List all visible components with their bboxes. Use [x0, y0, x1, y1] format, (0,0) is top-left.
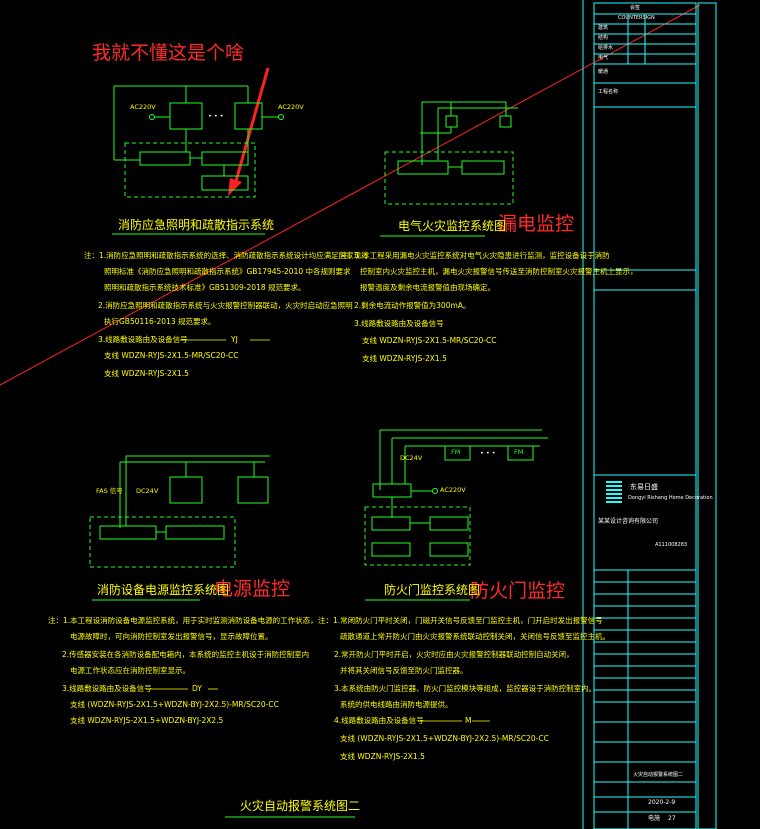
- question-annotation: 我就不懂这是个啥: [92, 42, 245, 64]
- power-note-1: 注：1.本工程设消防设备电源监控系统，用于实时监测消防设备电源的工作状态，: [48, 616, 318, 625]
- lighting-ac-left: AC220V: [130, 103, 156, 111]
- tb-row-elec: 电气: [598, 55, 609, 61]
- power-cable-2: 支线 WDZN-RYJS-2X1.5+WDZN-BYJ-2X2.5: [70, 716, 224, 725]
- red-arrow: [228, 67, 270, 196]
- tb-row-struct: 结构: [598, 35, 609, 41]
- leakage-diagram: [380, 101, 518, 237]
- legend-lines: [150, 339, 490, 722]
- firedoor-fm1: FM: [451, 448, 461, 456]
- firedoor-ac-label: AC220V: [440, 486, 466, 494]
- firedoor-note-7: 4.线路敷设路由及设备信号: [334, 716, 424, 725]
- lighting-note-5: 执行GB50116-2013 规范要求。: [104, 317, 216, 326]
- power-fas-label: FAS 信号: [96, 487, 123, 495]
- power-legend-sym: DY: [192, 684, 202, 693]
- tb-drawing-name: 火灾自动报警系统图二: [633, 772, 684, 778]
- leakage-note-6: 支线 WDZN-RYJS-2X1.5-MR/SC20-CC: [362, 336, 497, 345]
- tb-countersign: 会签: [630, 5, 641, 11]
- tb-row-hvac: 暖通: [598, 69, 609, 75]
- leakage-note-2: 控制室内火灾监控主机，漏电火灾报警信号传送至消防控制室火灾报警主机上显示，: [360, 267, 638, 276]
- tb-sheet-no: 27: [668, 815, 676, 822]
- lighting-title: 消防应急照明和疏散指示系统: [118, 218, 275, 232]
- firedoor-note-6: 系统的供电线路由消防电源提供。: [340, 700, 453, 709]
- lighting-note-1: 注：1.消防应急照明和疏散指示系统的选择、消防疏散指示系统设计均应满足国家现行: [84, 251, 369, 260]
- tb-company-en: Dongyi Risheng Home Decoration: [628, 495, 713, 501]
- power-note-4: 电源工作状态应在消防控制室显示。: [70, 666, 190, 675]
- tb-project-label: 工程名称: [598, 89, 619, 95]
- lighting-note-6: 3.线路敷设路由及设备信号: [98, 335, 188, 344]
- tb-company: 东易日盛: [630, 483, 658, 491]
- lighting-note-2: 照明标准《消防应急照明和疏散指示系统》GB17945-2010 中各规则要求: [104, 267, 351, 276]
- firedoor-dc-label: DC24V: [400, 454, 423, 462]
- lighting-cable-2: 支线 WDZN-RYJS-2X1.5: [104, 369, 189, 378]
- leakage-annotation: 漏电监控: [498, 213, 575, 235]
- lighting-note-3: 照明和疏散指示系统技术标准》GB51309-2018 规范要求。: [104, 283, 306, 292]
- firedoor-title: 防火门监控系统图: [384, 583, 481, 597]
- firedoor-annotation: 防火门监控: [470, 580, 566, 602]
- leakage-title: 电气火灾监控系统图: [398, 219, 507, 233]
- firedoor-note-3: 2.常开防火门平时开启，火灾时应由火灾报警控制器联动控制自动关闭，: [334, 650, 574, 659]
- tb-date: 2020-2-9: [648, 799, 676, 806]
- lighting-dots: • • •: [208, 112, 224, 120]
- power-note-3: 2.传感器安装在各消防设备配电箱内，本系统的监控主机设于消防控制室内: [62, 650, 310, 659]
- firedoor-note-5: 3.本系统由防火门监控器、防火门监控模块等组成，监控器设于消防控制室内。: [334, 684, 597, 693]
- firedoor-note-4: 并将其关闭信号反馈至防火门监控器。: [340, 666, 468, 675]
- drawing-frame: [582, 0, 717, 829]
- firedoor-legend-sym: M: [465, 716, 472, 725]
- firedoor-dots: • • •: [480, 449, 496, 457]
- power-note-5: 3.线路敷设路由及设备信号: [62, 684, 152, 693]
- lighting-ac-right: AC220V: [278, 103, 304, 111]
- leakage-note-1: 注：1.本工程采用漏电火灾监控系统对电气火灾隐患进行监测，监控设备设于消防: [340, 251, 610, 260]
- power-note-2: 电源故障时，可向消防控制室发出报警信号，显示故障位置。: [70, 632, 273, 641]
- firedoor-cable-2: 支线 WDZN-RYJS-2X1.5: [340, 752, 425, 761]
- tb-countersign-en: COUNTERSIGN: [618, 15, 655, 21]
- tb-cert: A111008283: [655, 542, 688, 548]
- firedoor-note-1: 注：1.常闭防火门平时关闭，门磁开关信号反馈至门监控主机，门开启时发出报警信号: [318, 616, 603, 625]
- lighting-cable-1: 支线 WDZN-RYJS-2X1.5-MR/SC20-CC: [104, 351, 239, 360]
- lighting-legend-sym: YJ: [231, 335, 238, 344]
- tb-row-plumb: 给排水: [598, 45, 614, 51]
- company-logo: [606, 481, 622, 503]
- power-diagram: [89, 455, 270, 601]
- firedoor-note-2: 疏散通道上常开防火门由火灾报警系统联动控制关闭，关闭信号反馈至监控主机。: [340, 632, 610, 641]
- leakage-note-4: 2.剩余电流动作报警值为300mA。: [354, 301, 471, 310]
- power-dc-label: DC24V: [136, 487, 159, 495]
- tb-row-arch: 建筑: [598, 25, 609, 31]
- bottom-title: 火灾自动报警系统图二: [240, 799, 361, 813]
- power-cable-1: 支线 (WDZN-RYJS-2X1.5+WDZN-BYJ-2X2.5)-MR/S…: [70, 700, 279, 709]
- power-title: 消防设备电源监控系统图: [97, 583, 230, 597]
- tb-design-unit: 某某设计咨询有限公司: [598, 518, 659, 525]
- lighting-diagram: [112, 85, 284, 235]
- leakage-note-3: 报警温度及剩余电流报警值由现场确定。: [360, 283, 495, 292]
- firedoor-fm2: FM: [514, 448, 524, 456]
- power-annotation: 电源监控: [214, 578, 291, 600]
- leakage-note-5: 3.线路敷设路由及设备信号: [354, 319, 444, 328]
- firedoor-diagram: [364, 429, 548, 601]
- lighting-note-4: 2.消防应急照明和疏散指示系统与火灾报警控制器联动，火灾时启动应急照明: [98, 301, 353, 310]
- tb-sheet-label: 电施: [648, 815, 661, 822]
- firedoor-cable-1: 支线 (WDZN-RYJS-2X1.5+WDZN-BYJ-2X2.5)-MR/S…: [340, 734, 549, 743]
- leakage-note-7: 支线 WDZN-RYJS-2X1.5: [362, 354, 447, 363]
